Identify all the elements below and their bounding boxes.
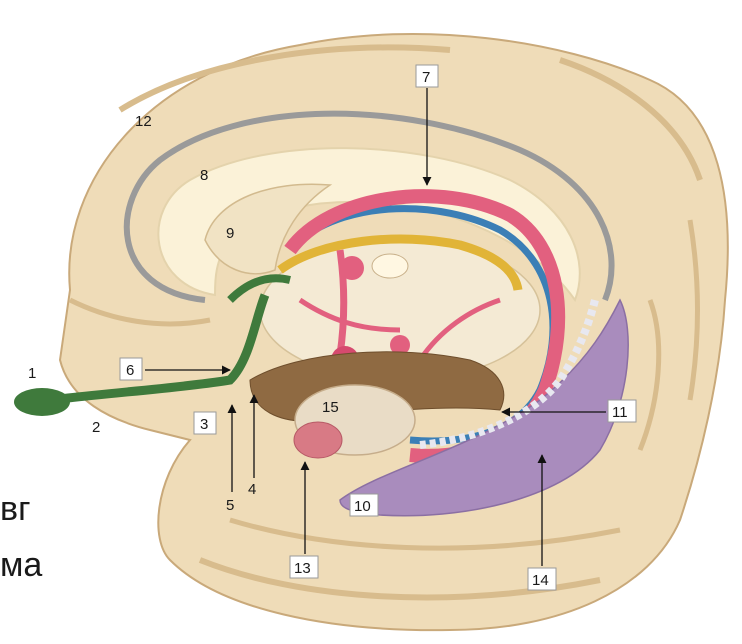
- label-15: 15: [322, 399, 339, 416]
- label-12: 12: [135, 113, 152, 130]
- partial-text-line-2: ма: [0, 546, 42, 584]
- svg-text:6: 6: [126, 362, 134, 379]
- svg-text:8: 8: [200, 167, 208, 184]
- thalamus-nucleus: [372, 254, 408, 278]
- label-3: 3: [194, 412, 216, 434]
- svg-text:3: 3: [200, 416, 208, 433]
- svg-text:15: 15: [322, 399, 339, 416]
- svg-text:10: 10: [354, 498, 371, 515]
- svg-text:11: 11: [612, 404, 628, 421]
- svg-text:4: 4: [248, 481, 256, 498]
- label-1: 1: [28, 365, 36, 382]
- svg-text:7: 7: [422, 69, 430, 86]
- svg-text:1: 1: [28, 365, 36, 382]
- label-10: 10: [350, 494, 378, 516]
- svg-text:5: 5: [226, 497, 234, 514]
- svg-text:2: 2: [92, 419, 100, 436]
- svg-text:9: 9: [226, 225, 234, 242]
- label-2: 2: [92, 419, 100, 436]
- label-8: 8: [200, 167, 208, 184]
- amygdala: [294, 422, 342, 458]
- label-9: 9: [226, 225, 234, 242]
- svg-text:12: 12: [135, 113, 152, 130]
- svg-text:14: 14: [532, 572, 549, 589]
- partial-text-line-1: вг: [0, 490, 30, 528]
- svg-text:13: 13: [294, 560, 311, 577]
